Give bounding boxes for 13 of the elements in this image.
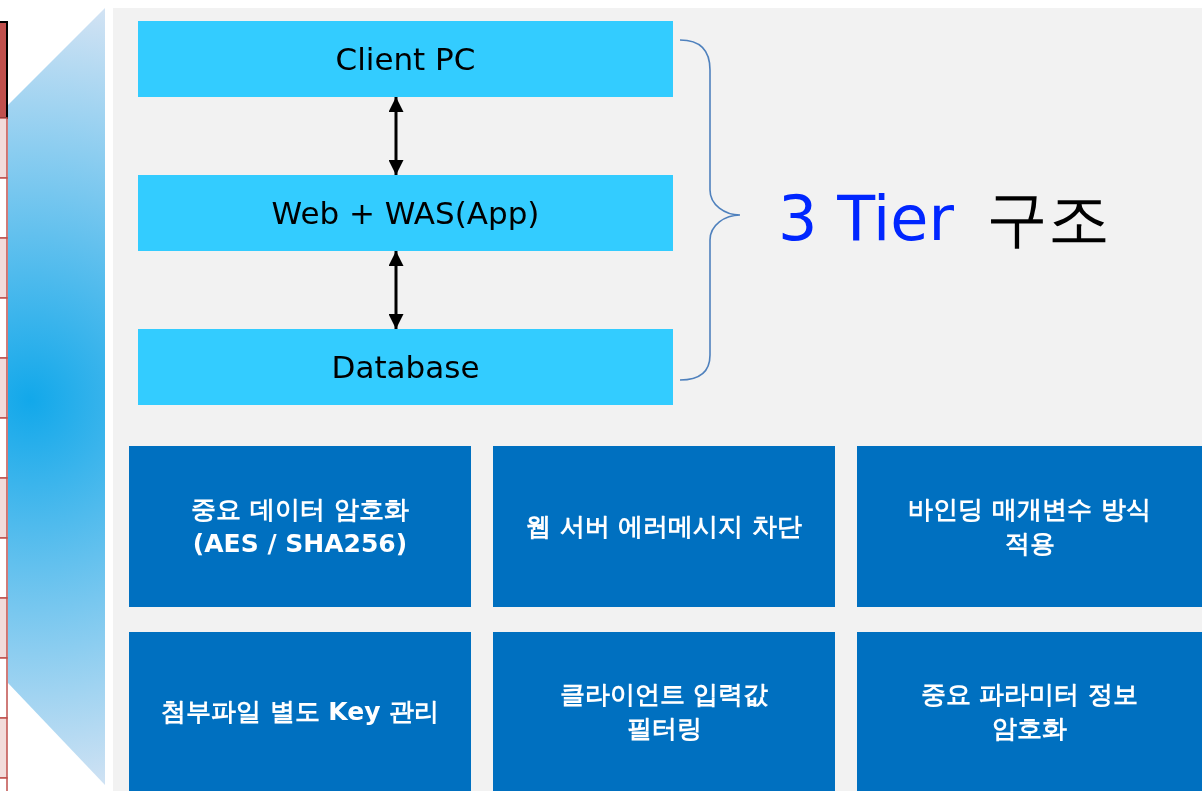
security-box: 클라이언트 입력값 필터링 — [493, 632, 835, 791]
security-box: 중요 파라미터 정보 암호화 — [857, 632, 1202, 791]
tier-box: Database — [138, 329, 673, 405]
arrow — [388, 251, 404, 329]
heading-label: 3 Tier — [778, 188, 954, 250]
arrow — [388, 97, 404, 175]
tier-box: Client PC — [138, 21, 673, 97]
security-box: 바인딩 매개변수 방식 적용 — [857, 446, 1202, 607]
heading-label: 구조 — [986, 188, 1110, 250]
security-box: 중요 데이터 암호화 (AES / SHA256) — [129, 446, 471, 607]
security-box: 웹 서버 에러메시지 차단 — [493, 446, 835, 607]
security-box: 첨부파일 별도 Key 관리 — [129, 632, 471, 791]
tier-box: Web + WAS(App) — [138, 175, 673, 251]
